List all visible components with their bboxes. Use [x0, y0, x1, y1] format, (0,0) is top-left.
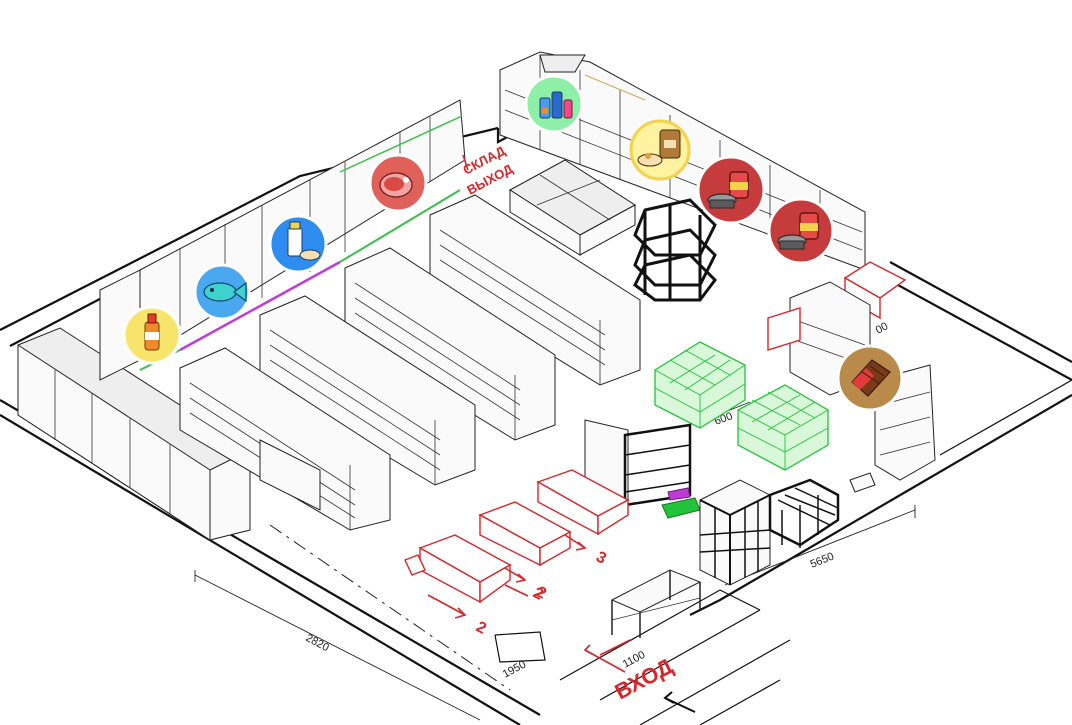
- checkout-counter-3: 3: [536, 469, 630, 568]
- shopping-carts: [768, 478, 840, 548]
- checkout-number-1: 2: [473, 619, 489, 638]
- exit-labels: СКЛАД ВЫХОД: [460, 143, 516, 198]
- chocolate-icon: [836, 344, 904, 412]
- center-shelving: [179, 194, 641, 531]
- pallet-stack-2: [737, 384, 829, 471]
- canned-goods-icon: [696, 155, 766, 225]
- rotating-tower-display: [633, 198, 717, 302]
- shelf-row-4: [429, 194, 641, 386]
- grocery-flour-icon: [629, 119, 691, 181]
- drinks-icon: [122, 305, 182, 365]
- dairy-icon: [268, 214, 328, 274]
- pallet-stack-1: [654, 341, 746, 429]
- storage-lockers: [699, 479, 771, 586]
- packing-table: [610, 569, 702, 638]
- category-badges: [122, 74, 904, 412]
- checkout-number-3: 3: [593, 549, 609, 568]
- checkout-counter-2: 2: [478, 501, 572, 603]
- meat-icon: [368, 153, 428, 213]
- dim-right-small: 00: [874, 320, 890, 336]
- fish-icon: [193, 263, 251, 321]
- canned-goods-icon: [767, 197, 835, 265]
- shelf-row-1: [179, 347, 391, 531]
- dim-bottom-left: 2820: [304, 632, 331, 654]
- household-chemicals-icon: [524, 74, 584, 134]
- chest-freezer: [509, 159, 636, 256]
- checkout-counter-1: 2: [418, 534, 512, 638]
- dim-bottom-right: 5650: [809, 550, 836, 570]
